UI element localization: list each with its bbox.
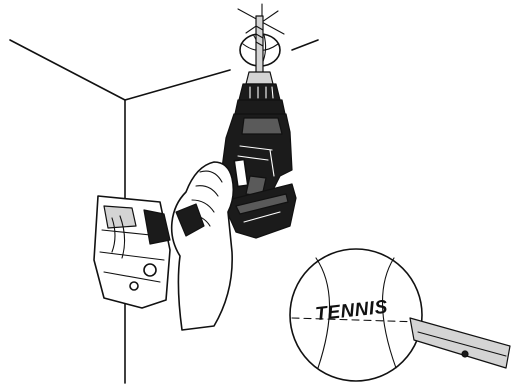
cordless-drill — [221, 113, 293, 201]
blade-through-ball — [409, 317, 511, 369]
drill-chuck — [234, 71, 286, 115]
magnified-tennis-ball: TENNIS — [289, 248, 423, 382]
battery — [93, 195, 171, 309]
battery-pack — [227, 183, 297, 239]
hand — [170, 161, 235, 331]
drill-bit — [255, 15, 264, 75]
